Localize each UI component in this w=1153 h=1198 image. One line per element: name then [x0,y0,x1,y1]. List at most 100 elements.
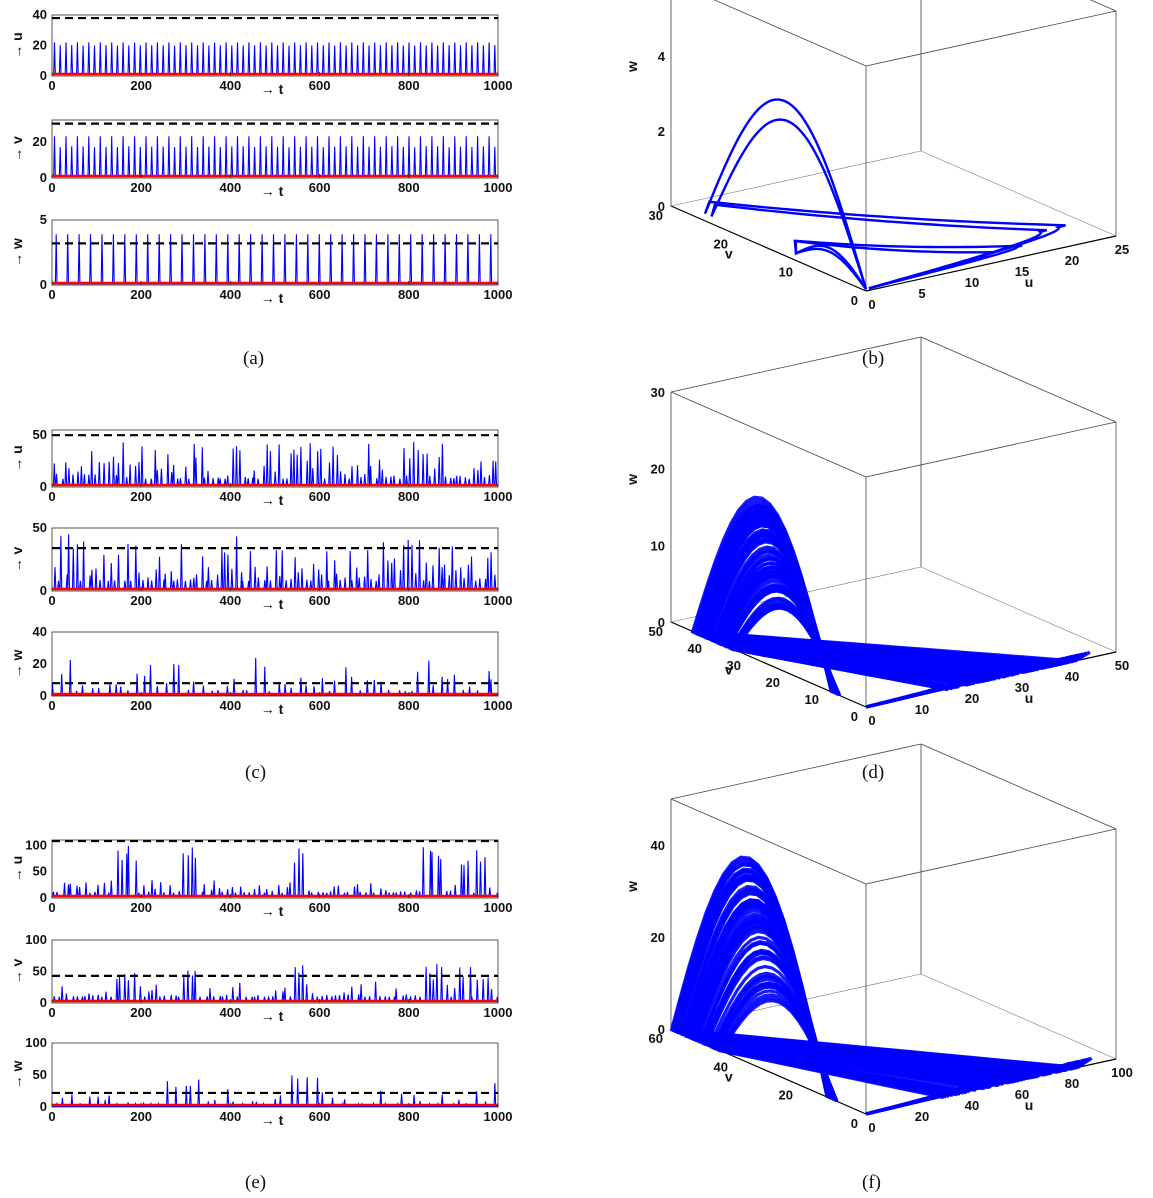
box-edge [865,421,1117,478]
u-tick-label: 30 [1015,680,1029,695]
caption-d: (d) [862,762,885,783]
y-tick-label: 50 [33,864,47,879]
x-tick-label: 400 [220,593,242,608]
y-tick-label: 0 [40,277,47,292]
x-tick-label: 200 [130,287,152,302]
y-axis-label: → w [9,650,25,679]
x-tick-label: 200 [130,78,152,93]
v-tick-label: 40 [714,1059,728,1074]
box-edge [670,391,867,478]
y-tick-label: 5 [40,212,47,227]
box-edge [713,0,867,67]
x-tick-label: 200 [130,180,152,195]
w-axis-label: w [624,474,640,486]
w-tick-label: 40 [651,838,665,853]
w-tick-label: 4 [658,49,666,64]
x-tick-label: 800 [398,287,420,302]
plot-frame [51,527,499,592]
x-tick-label: 400 [220,489,242,504]
caption-c: (c) [245,762,267,783]
trajectory-strand [691,919,1028,1116]
x-axis-label: → t [261,81,284,97]
u-tick-label: 40 [965,1098,979,1113]
x-tick-label: 200 [130,489,152,504]
y-tick-label: 0 [40,479,47,494]
x-tick-label: 200 [130,1109,152,1124]
x-tick-label: 0 [48,489,55,504]
box-edge [670,743,922,800]
x-tick-label: 1000 [484,489,513,504]
plot-frame [51,119,499,179]
x-tick-label: 1000 [484,180,513,195]
y-tick-label: 0 [40,583,47,598]
v-tick-label: 20 [779,1088,793,1103]
x-axis-label: → t [261,492,284,508]
w-axis-label: w [624,881,640,893]
u-tick-label: 10 [915,702,929,717]
y-tick-label: 50 [33,427,47,442]
x-axis-label: → t [261,1112,284,1128]
v-tick-label: 10 [779,265,793,280]
y-axis-label: → w [9,238,25,267]
u-tick-label: 80 [1065,1076,1079,1091]
y-tick-label: 20 [33,134,47,149]
v-axis-label: v [725,245,733,261]
series-spikes [55,1075,497,1107]
u-tick-label: 20 [915,1109,929,1124]
x-tick-label: 400 [220,1109,242,1124]
x-tick-label: 1000 [484,593,513,608]
x-tick-label: 800 [398,78,420,93]
x-tick-label: 1000 [484,698,513,713]
box-edge [1089,0,1117,12]
x-axis-label: → t [261,701,284,717]
phase-panel-b: 051015202501020300246uvw [624,0,1129,312]
x-tick-label: 600 [309,1005,331,1020]
v-tick-label: 20 [766,675,780,690]
w-tick-label: 20 [651,930,665,945]
caption-e: (e) [245,1172,267,1193]
y-tick-label: 50 [33,1067,47,1082]
box-edge [865,828,1117,885]
y-tick-label: 0 [40,688,47,703]
y-tick-label: 0 [40,890,47,905]
u-axis [865,235,1117,292]
y-tick-label: 100 [25,1035,47,1050]
box-edge [920,743,1117,830]
series-spikes [53,534,497,589]
box-edge [670,150,922,207]
w-tick-label: 30 [651,385,665,400]
x-tick-label: 800 [398,489,420,504]
plot-frame [51,429,499,488]
plot-frame [51,1042,499,1108]
w-tick-label: 20 [651,462,665,477]
x-tick-label: 800 [398,900,420,915]
x-axis-label: → t [261,183,284,199]
u-axis-label: u [1025,1097,1034,1113]
x-tick-label: 0 [48,287,55,302]
box-edge [920,566,1117,653]
series-spikes [52,441,498,485]
v-tick-label: 0 [851,1116,858,1131]
x-tick-label: 400 [220,900,242,915]
plot-frame [51,939,499,1004]
series-spikes [53,136,497,177]
x-tick-label: 800 [398,1005,420,1020]
y-axis-label: → v [9,136,25,162]
x-tick-label: 1000 [484,1109,513,1124]
y-tick-label: 0 [40,995,47,1010]
w-tick-label: 0 [658,615,665,630]
y-tick-label: 0 [40,68,47,83]
trajectory-loop [710,118,1048,290]
x-tick-label: 200 [130,900,152,915]
x-tick-label: 600 [309,698,331,713]
box-edge [920,150,1117,237]
x-tick-label: 0 [48,900,55,915]
u-tick-label: 20 [965,691,979,706]
x-tick-label: 0 [48,180,55,195]
u-tick-label: 40 [1065,669,1079,684]
y-tick-label: 0 [40,1099,47,1114]
